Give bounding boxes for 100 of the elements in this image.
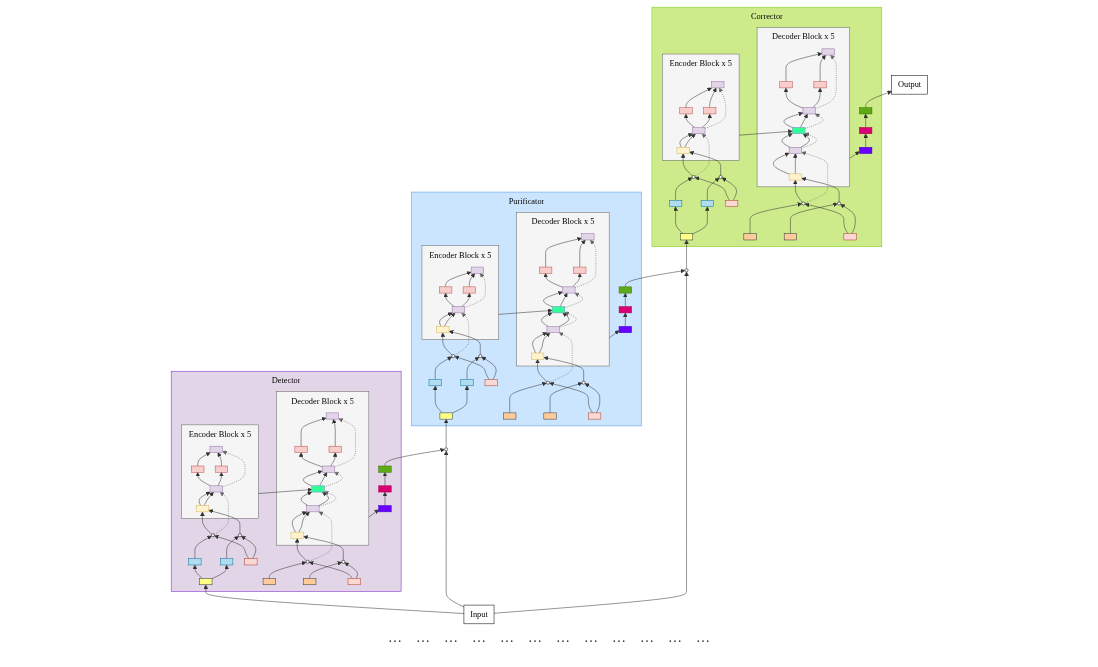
node-box — [470, 266, 484, 274]
node-box — [244, 557, 258, 565]
node-box — [618, 305, 632, 313]
ellipsis-label: … — [528, 630, 542, 646]
node-box — [302, 577, 316, 585]
node-box — [325, 412, 339, 419]
node-box — [858, 126, 872, 134]
node-box — [724, 199, 738, 207]
node-box — [572, 266, 586, 274]
node-box — [209, 445, 223, 453]
ellipsis-label: … — [444, 630, 458, 646]
node-circle — [341, 559, 345, 564]
node-box — [538, 266, 552, 274]
node-circle — [691, 174, 696, 179]
node-box — [743, 232, 757, 240]
node-box — [378, 465, 392, 472]
node-box — [290, 531, 304, 539]
node-box — [668, 199, 682, 207]
ellipsis-label: … — [696, 630, 710, 646]
node-box — [530, 352, 544, 359]
node-box — [858, 146, 872, 154]
node-box — [347, 577, 361, 585]
node-box: Input — [463, 604, 494, 624]
ellipsis-label: … — [500, 630, 514, 646]
node-box — [587, 412, 601, 419]
cluster: Decoder Block x 5 — [756, 26, 850, 187]
node-box — [199, 577, 213, 585]
node-box — [262, 577, 276, 585]
cluster: Encoder Block x 5 — [661, 53, 740, 161]
node-box — [439, 412, 453, 419]
node-box — [428, 378, 442, 386]
node-box — [321, 465, 335, 472]
node-box — [700, 199, 714, 207]
node-circle — [305, 559, 310, 564]
ellipsis-label: … — [612, 630, 626, 646]
node-circle — [718, 174, 723, 179]
ellipsis-label: … — [472, 630, 486, 646]
node-box — [858, 106, 872, 114]
node-circle — [210, 532, 215, 537]
node-box — [378, 485, 392, 492]
ellipsis-label: … — [640, 630, 654, 646]
ellipsis-label: … — [416, 630, 430, 646]
node-circle — [444, 447, 448, 451]
node-box — [702, 106, 716, 114]
node-box — [581, 232, 595, 240]
node-box — [306, 504, 320, 512]
node-box — [378, 504, 392, 512]
ellipsis-label: … — [388, 630, 402, 646]
ellipsis-label: … — [556, 630, 570, 646]
node-box — [328, 445, 342, 453]
node-circle — [451, 353, 455, 358]
node-box — [219, 557, 233, 565]
node-box — [679, 232, 693, 240]
node-box — [843, 232, 857, 240]
node-box — [543, 412, 557, 419]
cluster: Encoder Block x 5 — [181, 424, 259, 519]
node-box — [460, 378, 474, 386]
node-circle — [684, 267, 689, 272]
node-box — [195, 504, 209, 512]
node-box — [779, 80, 793, 88]
node-circle — [545, 380, 550, 384]
node-circle — [801, 201, 805, 205]
node-box — [190, 465, 204, 472]
node-circle — [478, 353, 482, 358]
cluster: Encoder Block x 5 — [421, 244, 499, 340]
node-box — [821, 48, 835, 55]
ellipsis-label: … — [668, 630, 682, 646]
node-box — [294, 445, 308, 453]
node-box — [551, 305, 565, 313]
node-box — [214, 465, 228, 472]
node-box — [462, 286, 476, 293]
node-box — [676, 146, 690, 154]
node-box — [679, 106, 693, 114]
node-box — [502, 412, 516, 419]
node-box — [436, 325, 449, 333]
node-circle — [237, 532, 242, 537]
node-box — [311, 485, 325, 492]
node-box — [209, 485, 223, 492]
node-box — [451, 305, 465, 313]
node-box — [813, 80, 827, 88]
node-box — [618, 325, 632, 333]
node-box — [438, 286, 452, 293]
node-box — [546, 325, 560, 333]
node-box — [802, 106, 816, 114]
node-box — [188, 557, 202, 565]
node-box — [788, 146, 802, 154]
cluster: Decoder Block x 5 — [516, 211, 610, 366]
node-box — [618, 286, 632, 293]
node-box — [711, 80, 724, 88]
node-circle — [581, 380, 586, 384]
node-box: Output — [891, 74, 928, 94]
node-circle — [837, 201, 841, 205]
ellipsis-label: … — [584, 630, 598, 646]
node-box — [484, 378, 498, 386]
node-box — [691, 126, 705, 134]
node-box — [791, 126, 805, 134]
node-box — [562, 286, 576, 293]
cluster: Decoder Block x 5 — [275, 390, 369, 545]
node-box — [788, 173, 802, 180]
node-box — [783, 232, 797, 240]
